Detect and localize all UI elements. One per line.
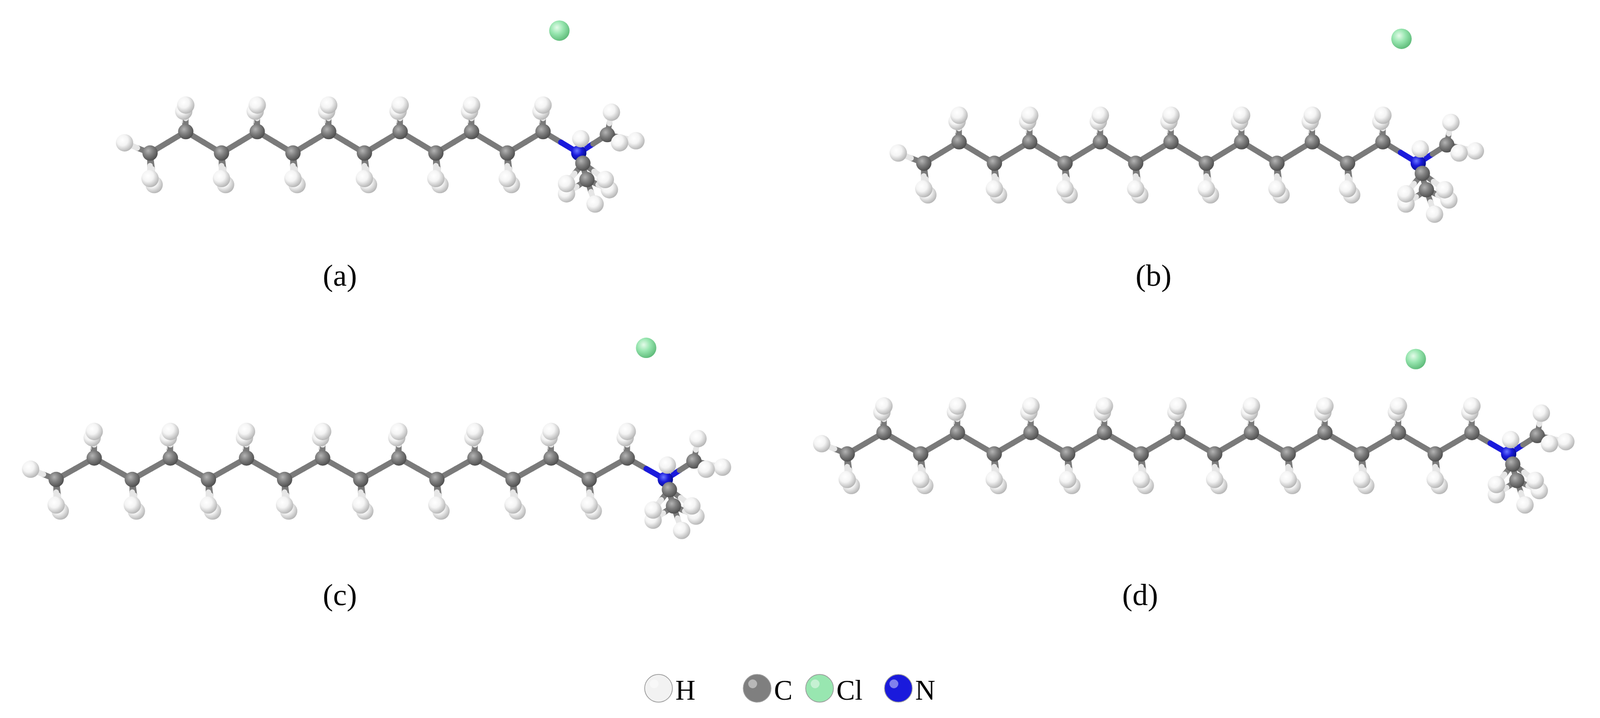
panel-label: (a) xyxy=(323,260,358,291)
legend-label: N xyxy=(915,676,936,705)
legend-label: H xyxy=(675,676,696,705)
panel-label: (d) xyxy=(1122,579,1159,611)
panel-label: (c) xyxy=(323,579,358,611)
legend-swatch xyxy=(805,674,834,703)
legend-label: Cl xyxy=(836,676,863,705)
legend-swatch xyxy=(884,674,913,703)
legend-label: C xyxy=(773,676,793,705)
legend-swatch xyxy=(743,674,772,703)
legend-swatch xyxy=(644,674,673,703)
panel-label: (b) xyxy=(1135,260,1172,291)
